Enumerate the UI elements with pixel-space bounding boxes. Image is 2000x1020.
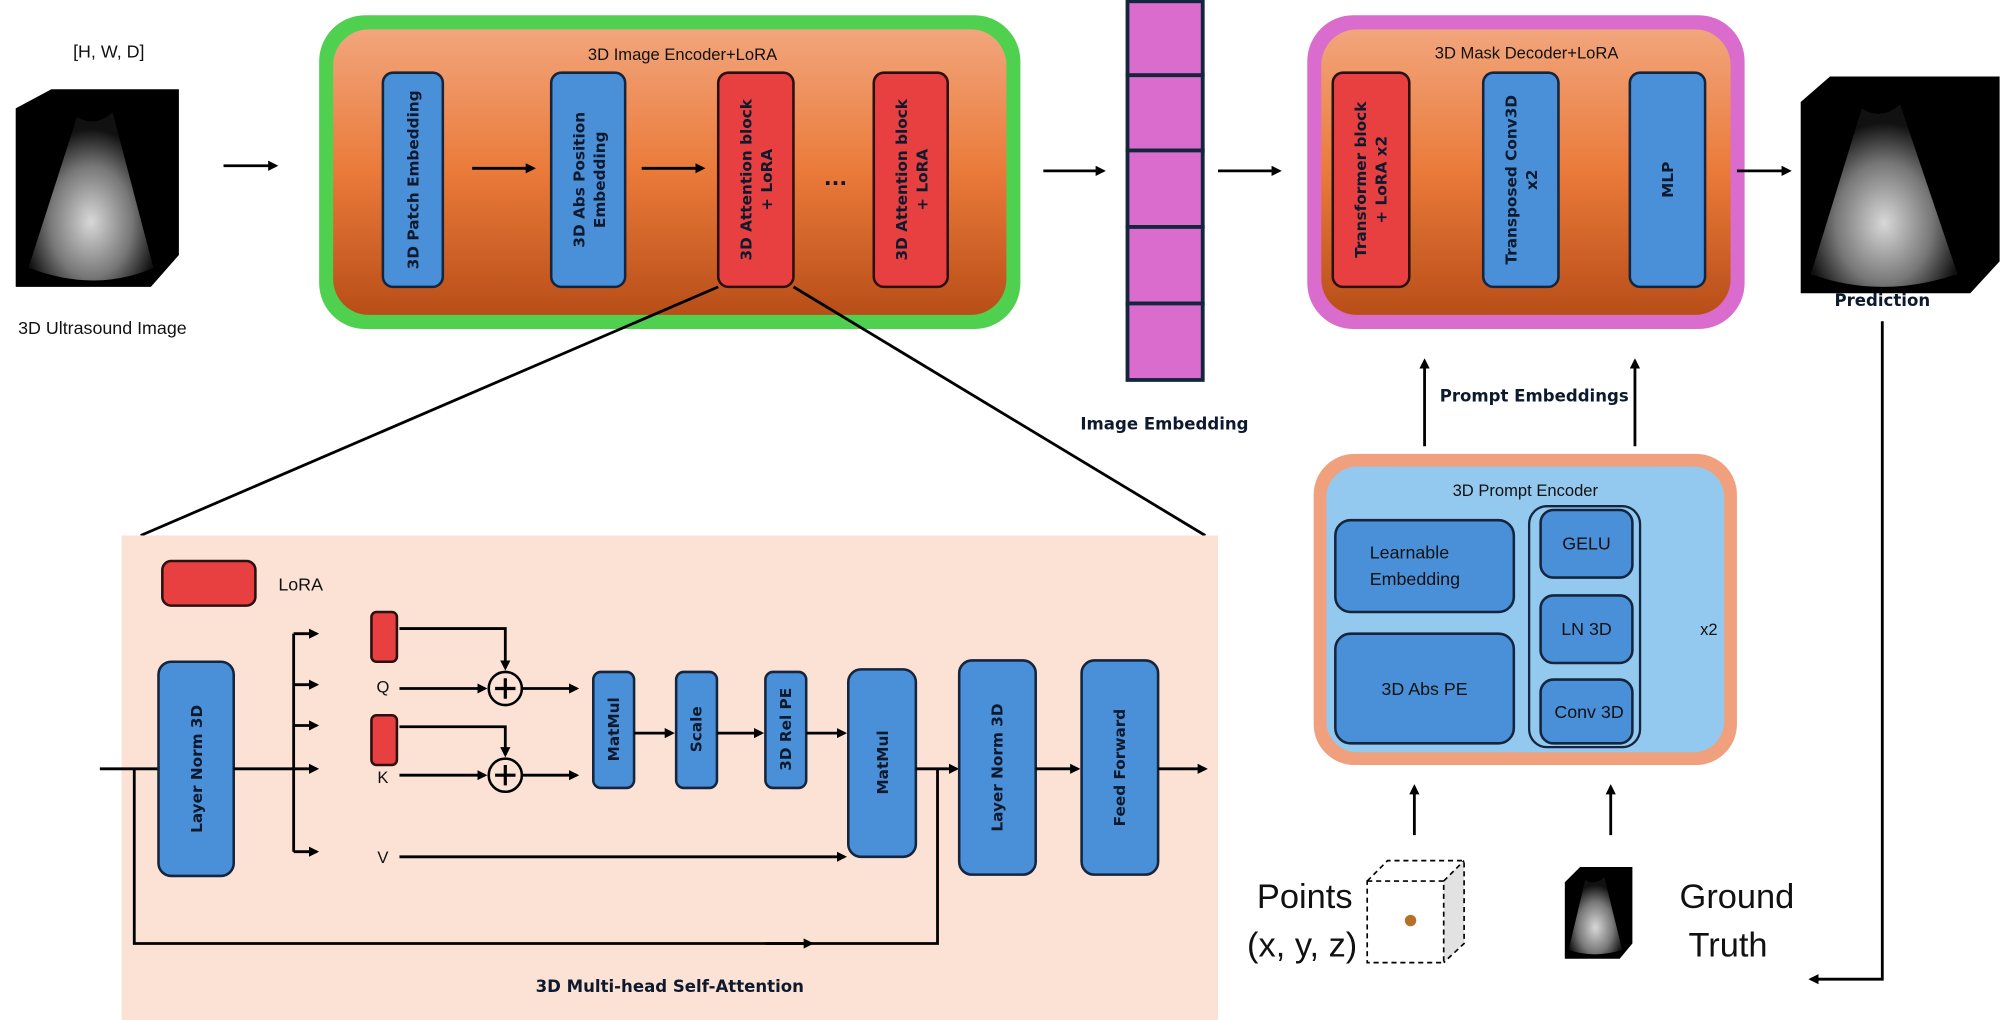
prompt-embeddings-label: Prompt Embeddings bbox=[1440, 387, 1629, 406]
encoder-title: 3D Image Encoder+LoRA bbox=[588, 45, 778, 64]
svg-text:3D Abs PE: 3D Abs PE bbox=[1381, 679, 1467, 699]
matmul-v-block: MatMul bbox=[847, 668, 918, 859]
feedback-arrow bbox=[1808, 321, 1884, 985]
svg-text:Feed Forward: Feed Forward bbox=[1111, 709, 1129, 827]
image-embedding-column bbox=[1125, 0, 1205, 382]
add-q-icon bbox=[487, 670, 524, 707]
input-dims: [H, W, D] bbox=[73, 41, 144, 61]
ln3d-block: LN 3D bbox=[1539, 594, 1634, 665]
abs-pe-block: 3D Abs PE bbox=[1334, 632, 1516, 745]
svg-text:Layer Norm 3D: Layer Norm 3D bbox=[188, 705, 206, 833]
points-coords: (x, y, z) bbox=[1247, 926, 1357, 964]
layer-norm-3d-block: Layer Norm 3D bbox=[157, 660, 236, 878]
ellipsis: ... bbox=[824, 166, 847, 190]
svg-text:3D Abs Position: 3D Abs Position bbox=[570, 112, 588, 248]
feed-forward-block: Feed Forward bbox=[1080, 659, 1160, 876]
ground-truth-label-line1: Ground bbox=[1680, 878, 1795, 916]
learnable-embedding-block: Learnable Embedding bbox=[1334, 518, 1516, 614]
q-label: Q bbox=[376, 677, 389, 696]
mlp-block: MLP bbox=[1628, 71, 1707, 289]
svg-text:Layer Norm 3D: Layer Norm 3D bbox=[989, 703, 1007, 831]
decoder-title: 3D Mask Decoder+LoRA bbox=[1435, 44, 1620, 63]
repeat-label: x2 bbox=[1700, 620, 1717, 639]
lora-legend-swatch bbox=[161, 559, 257, 607]
svg-text:Conv 3D: Conv 3D bbox=[1554, 702, 1624, 722]
layer-norm-3d-block-2: Layer Norm 3D bbox=[957, 659, 1037, 876]
v-label: V bbox=[377, 848, 388, 867]
input-label: 3D Ultrasound Image bbox=[18, 318, 187, 338]
add-k-icon bbox=[487, 757, 524, 794]
point-cube-icon bbox=[1366, 859, 1465, 964]
svg-text:+ LoRA x2: + LoRA x2 bbox=[1372, 136, 1390, 224]
lora-k-block bbox=[370, 713, 399, 767]
svg-text:Transposed Conv3D: Transposed Conv3D bbox=[1502, 95, 1520, 265]
svg-text:MLP: MLP bbox=[1659, 162, 1677, 198]
prediction-volume-image bbox=[1800, 76, 2000, 294]
svg-text:Transformer block: Transformer block bbox=[1352, 101, 1370, 258]
zoom-line bbox=[140, 285, 719, 537]
mask-decoder: 3D Mask Decoder+LoRA Transformer block +… bbox=[1307, 15, 1745, 329]
zoom-line bbox=[792, 285, 1206, 537]
image-embedding-label: Image Embedding bbox=[1080, 415, 1248, 434]
attention-block-lora-n: 3D Attention block + LoRA bbox=[872, 71, 949, 289]
svg-text:3D Rel PE: 3D Rel PE bbox=[777, 688, 795, 771]
svg-text:3D Attention block: 3D Attention block bbox=[893, 98, 911, 260]
ground-truth-volume-image bbox=[1564, 867, 1633, 959]
k-label: K bbox=[377, 768, 388, 787]
patch-embedding-block: 3D Patch Embedding bbox=[381, 71, 445, 289]
conv3d-block: Conv 3D bbox=[1539, 678, 1634, 745]
attention-caption: 3D Multi-head Self-Attention bbox=[536, 977, 804, 996]
attention-block-lora-1: 3D Attention block + LoRA bbox=[716, 71, 795, 289]
gelu-block: GELU bbox=[1539, 508, 1634, 579]
rel-pe-block: 3D Rel PE bbox=[764, 670, 808, 790]
attention-detail-panel: LoRA Layer Norm 3D Q K V bbox=[99, 535, 1219, 1020]
svg-text:Learnable: Learnable bbox=[1370, 542, 1449, 562]
transposed-conv3d-block: Transposed Conv3D x2 bbox=[1481, 71, 1560, 289]
svg-text:3D Attention block: 3D Attention block bbox=[737, 98, 755, 260]
svg-text:3D Patch Embedding: 3D Patch Embedding bbox=[405, 90, 423, 269]
svg-text:LN 3D: LN 3D bbox=[1561, 619, 1612, 639]
svg-text:+ LoRA: + LoRA bbox=[758, 149, 776, 211]
ground-truth-label-line2: Truth bbox=[1689, 926, 1768, 964]
svg-text:MatMul: MatMul bbox=[874, 730, 892, 794]
svg-text:GELU: GELU bbox=[1562, 534, 1611, 554]
repeat-group bbox=[1527, 505, 1642, 749]
lora-q-block bbox=[370, 610, 399, 663]
matmul-qk-block: MatMul bbox=[592, 670, 636, 790]
points-label: Points bbox=[1257, 878, 1353, 916]
prediction-label: Prediction bbox=[1834, 291, 1930, 310]
svg-text:x2: x2 bbox=[1523, 170, 1541, 191]
ultrasound-volume-image bbox=[15, 89, 179, 287]
svg-text:Embedding: Embedding bbox=[591, 131, 609, 228]
prompt-encoder-title: 3D Prompt Encoder bbox=[1453, 481, 1599, 500]
lora-legend-label: LoRA bbox=[278, 574, 323, 594]
scale-block: Scale bbox=[674, 670, 719, 790]
svg-text:+ LoRA: + LoRA bbox=[913, 149, 931, 211]
prompt-encoder: 3D Prompt Encoder Learnable Embedding 3D… bbox=[1313, 453, 1737, 765]
abs-position-embedding-block: 3D Abs Position Embedding bbox=[549, 71, 627, 289]
svg-text:Scale: Scale bbox=[688, 706, 706, 752]
svg-text:MatMul: MatMul bbox=[605, 697, 623, 761]
svg-text:Embedding: Embedding bbox=[1370, 569, 1460, 589]
transformer-block-lora: Transformer block + LoRA x2 bbox=[1331, 71, 1411, 289]
image-encoder: 3D Image Encoder+LoRA 3D Patch Embedding… bbox=[319, 15, 1021, 329]
